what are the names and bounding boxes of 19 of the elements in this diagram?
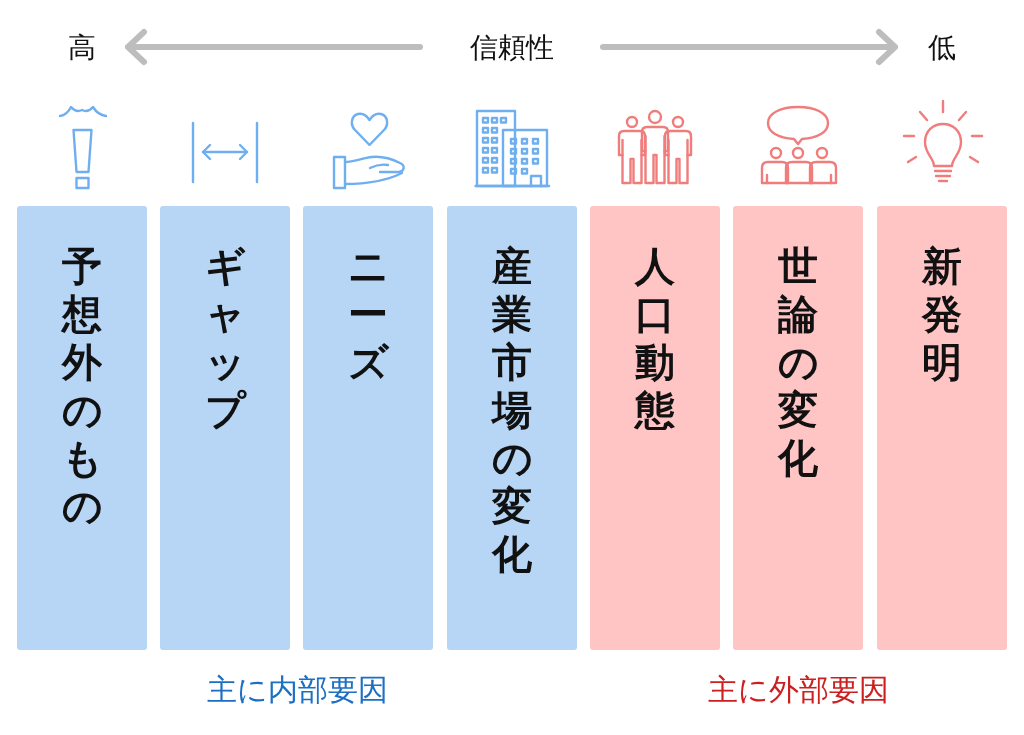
factor-column [877, 206, 1007, 650]
scale-label: 信頼性 [470, 34, 554, 62]
factor-column [447, 206, 577, 650]
factor-label: 新発明 [922, 242, 962, 386]
factor-label: ギャップ [205, 242, 245, 434]
factor-label: 人口動態 [635, 242, 675, 434]
group-label: 主に内部要因 [206, 675, 388, 705]
group-label: 主に外部要因 [707, 675, 889, 705]
factor-column [17, 206, 147, 650]
factor-label: 予想外のもの [62, 242, 102, 530]
factor-column [303, 206, 433, 650]
scale-label: 低 [928, 34, 956, 62]
factor-column [160, 206, 290, 650]
factor-column [590, 206, 720, 650]
factor-label: 産業市場の変化 [492, 242, 532, 578]
scale-label: 高 [68, 34, 96, 62]
factor-column [733, 206, 863, 650]
factor-label: 世論の変化 [778, 242, 818, 482]
factor-label: ニーズ [348, 242, 388, 386]
